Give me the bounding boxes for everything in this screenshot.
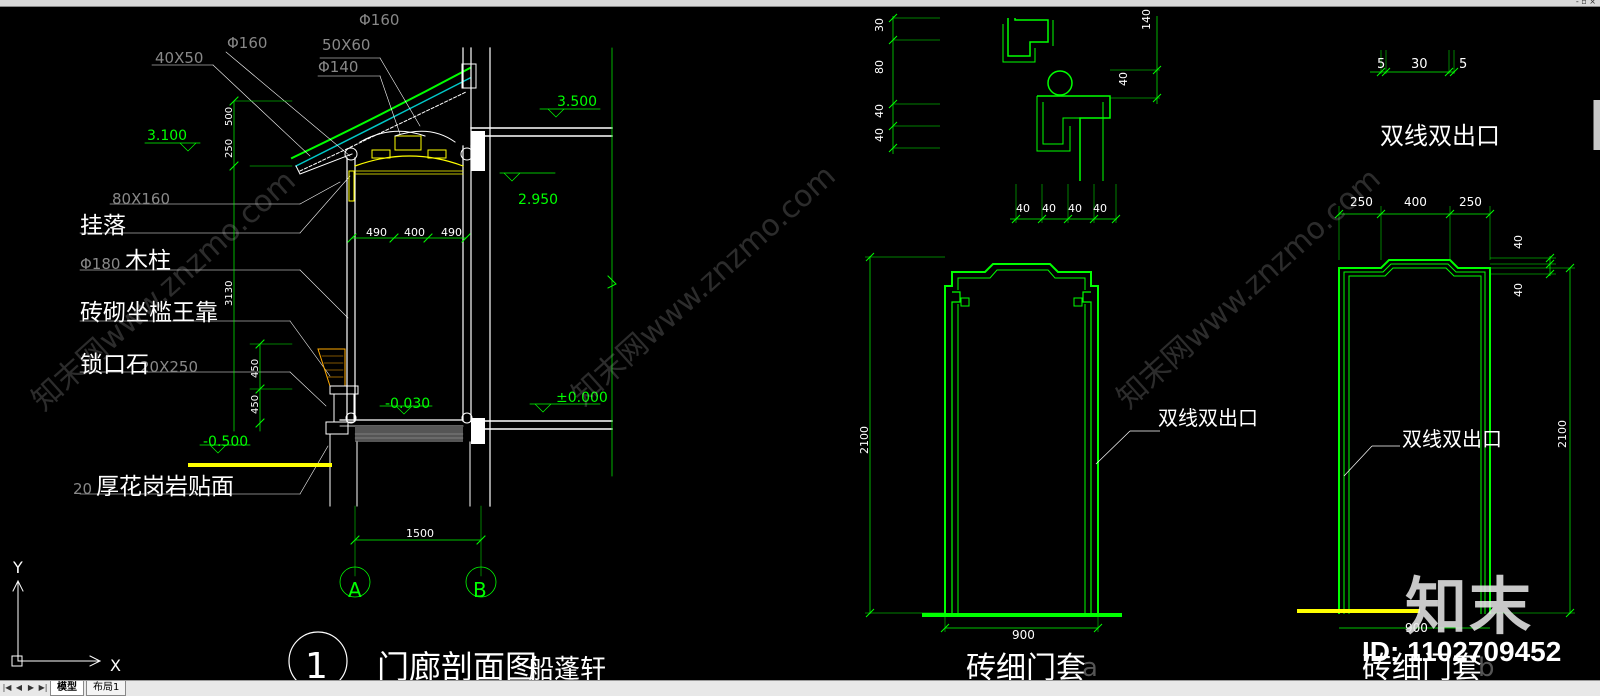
door-b-w250a: 250 [1350, 195, 1373, 209]
prof-40a: 40 [873, 104, 886, 118]
prof-30: 30 [873, 18, 886, 32]
prof-h3: 40 [1068, 202, 1082, 215]
door-a-suffix: a [1082, 653, 1098, 680]
door-b-texts: 5 30 5 双线双出口 250 400 250 40 40 双线双出口 210… [1350, 57, 1569, 680]
label-gualuo: 挂落 [80, 213, 126, 239]
window-controls[interactable]: - ▫ × [1575, 0, 1596, 6]
section-texts: Φ160 Φ160 40X50 50X60 Φ140 80X160 Φ180 2… [12, 11, 608, 680]
prof-h4: 40 [1093, 202, 1107, 215]
image-id-label: ID: 1102709452 [1362, 636, 1562, 667]
label-suokou: 锁口石 [80, 352, 149, 378]
cad-drawing-canvas[interactable]: Φ160 Φ160 40X50 50X60 Φ140 80X160 Φ180 2… [0, 6, 1600, 680]
vertical-scrollbar[interactable] [1593, 100, 1600, 150]
door-a-title: 砖细门套 [966, 651, 1086, 680]
nav-last-icon[interactable]: ▶| [38, 683, 48, 692]
door-b-w400: 400 [1404, 195, 1427, 209]
door-b-t5b: 5 [1459, 57, 1467, 72]
door-b-suffix: b [1478, 653, 1495, 680]
label-granite: 厚花岗岩贴面 [96, 474, 234, 500]
axis-a: A [348, 578, 362, 602]
profile-texts: 30 80 40 40 140 40 40 40 40 40 [873, 9, 1153, 215]
door-b-w250b: 250 [1459, 195, 1482, 209]
door-frame-a [865, 252, 1160, 633]
layout-tab-bar: |◀ ◀ ▶ ▶| 模型 布局1 [0, 680, 1600, 696]
section-subtitle: 船蓬轩 [528, 655, 606, 680]
dim-phi160: Φ160 [227, 34, 267, 52]
door-b-v40b: 40 [1512, 283, 1525, 297]
dim-phi140: Φ140 [318, 58, 358, 76]
dim-20: 20 [73, 480, 92, 498]
door-b-height: 2100 [1556, 420, 1569, 448]
door-b-width: 900 [1405, 621, 1428, 635]
dim-3130: 3130 [224, 281, 235, 306]
dim-450a: 450 [250, 359, 261, 378]
dim-20x250: 20X250 [140, 358, 198, 376]
dim-phi180: Φ180 [80, 255, 120, 273]
door-b-title: 砖细门套 [1362, 651, 1482, 680]
door-b-t5a: 5 [1377, 57, 1385, 72]
elev-2950: 2.950 [518, 192, 558, 208]
tab-layout1[interactable]: 布局1 [86, 681, 127, 696]
prof-140: 140 [1140, 9, 1153, 30]
dim-1500: 1500 [406, 527, 434, 540]
prof-80: 80 [873, 60, 886, 74]
label-zhuanqi: 砖砌坐槛王靠 [80, 300, 218, 326]
dim-500: 500 [224, 107, 235, 126]
nav-prev-icon[interactable]: ◀ [15, 683, 23, 692]
label-muzhu: 木柱 [125, 248, 171, 274]
door-b-v40a: 40 [1512, 235, 1525, 249]
dim-400: 400 [404, 226, 425, 239]
brand-logo: 知末 [1405, 570, 1534, 643]
tab-model[interactable]: 模型 [50, 681, 84, 696]
prof-h2: 40 [1042, 202, 1056, 215]
door-frame-b [1334, 50, 1575, 629]
elev-zero: ±0.000 [556, 390, 608, 406]
dim-40x50: 40X50 [155, 49, 203, 67]
dim-250: 250 [224, 139, 235, 158]
prof-40c: 40 [1117, 72, 1130, 86]
door-a-label: 双线双出口 [1158, 406, 1258, 430]
door-b-label: 双线双出口 [1402, 427, 1502, 451]
title-number: 1 [305, 646, 328, 680]
dim-490b: 490 [441, 226, 462, 239]
door-a-width: 900 [1012, 628, 1035, 642]
dim-phi160-top: Φ160 [359, 11, 399, 29]
section-drawing [11, 47, 617, 680]
elev-3100: 3.100 [147, 128, 187, 144]
prof-40b: 40 [873, 128, 886, 142]
ucs-x: X [110, 656, 121, 675]
elev-minus0030: -0.030 [385, 396, 430, 412]
elev-minus0500: -0.500 [203, 434, 248, 450]
door-a-texts: 双线双出口 2100 900 砖细门套 a [858, 406, 1258, 680]
nav-next-icon[interactable]: ▶ [27, 683, 35, 692]
door-b-top-label: 双线双出口 [1380, 122, 1500, 150]
dim-80x160: 80X160 [112, 190, 170, 208]
dim-50x60: 50X60 [322, 36, 370, 54]
door-a-height: 2100 [858, 426, 871, 454]
dim-490a: 490 [366, 226, 387, 239]
nav-first-icon[interactable]: |◀ [2, 683, 12, 692]
ucs-y: Y [12, 558, 23, 577]
axis-b: B [473, 578, 487, 602]
window-title-bar: - ▫ × [0, 0, 1600, 7]
section-title: 门廊剖面图 [377, 648, 537, 680]
profile-detail [888, 13, 1162, 224]
door-b-t30: 30 [1411, 57, 1428, 72]
dim-450b: 450 [250, 395, 261, 414]
prof-h1: 40 [1016, 202, 1030, 215]
elev-3500: 3.500 [557, 94, 597, 110]
